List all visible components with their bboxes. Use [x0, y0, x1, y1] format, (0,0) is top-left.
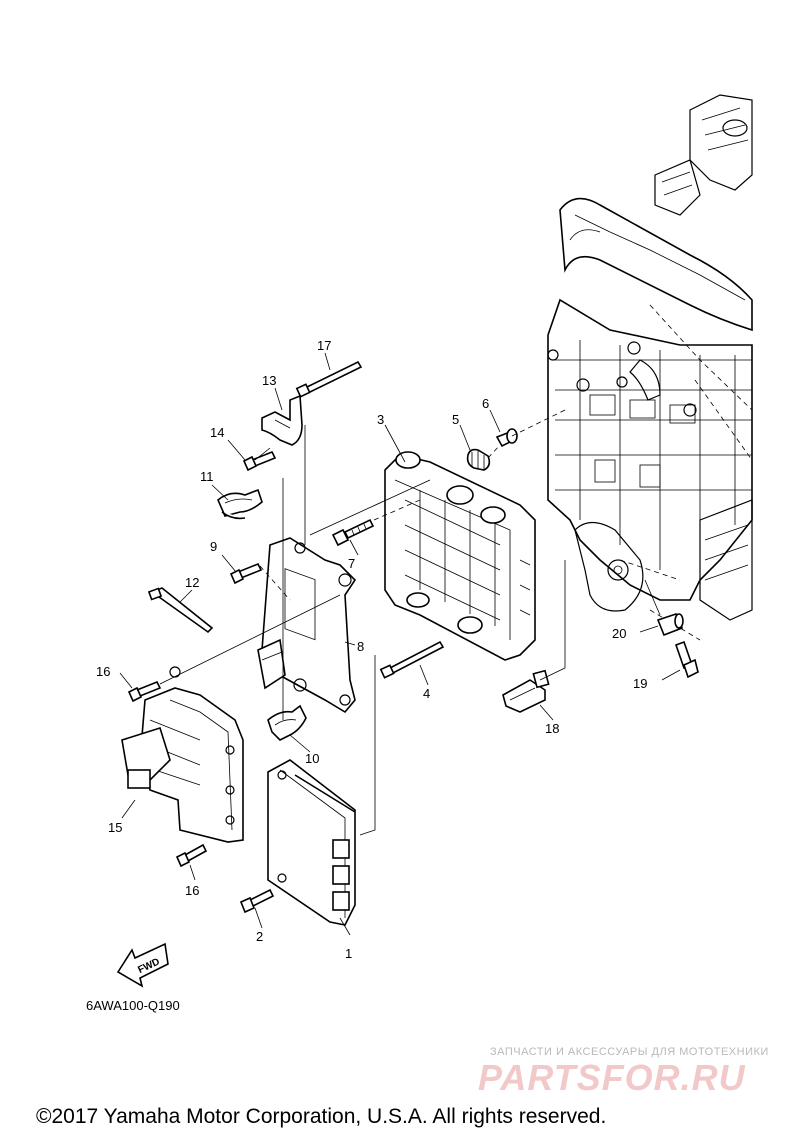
callout-14: 14 [210, 425, 224, 440]
part-14-bolt [242, 450, 277, 472]
callout-11: 11 [200, 469, 214, 484]
part-17-cable-tie [295, 360, 363, 398]
part-7-bolt [331, 518, 375, 547]
watermark-tagline: ЗАПЧАСТИ И АКСЕССУАРЫ ДЛЯ МОТОТЕХНИКИ [490, 1046, 769, 1058]
part-11-clamp [217, 488, 263, 520]
callout-9: 9 [210, 539, 217, 554]
callouts: 1 2 3 4 5 6 7 8 9 10 11 12 13 14 15 16 1… [96, 338, 647, 961]
part-2-bolt [239, 888, 275, 914]
part-10-clamp [267, 704, 307, 741]
watermark-brand: PARTSFOR.RU [478, 1057, 746, 1098]
callout-12: 12 [185, 575, 199, 590]
part-20-grommet [656, 613, 684, 637]
callout-10: 10 [305, 751, 319, 766]
assembly-lines [159, 409, 661, 836]
part-5-grommet [466, 448, 491, 471]
part-3-bracket [384, 451, 536, 661]
part-16-bolt-b [175, 843, 208, 868]
part-8-plate [257, 537, 357, 714]
engine-block [547, 94, 753, 641]
callout-16b: 16 [185, 883, 199, 898]
callout-15: 15 [108, 820, 122, 835]
callout-6: 6 [482, 396, 489, 411]
callout-2: 2 [256, 929, 263, 944]
part-6-collar [495, 428, 518, 448]
part-19-sensor [674, 640, 699, 679]
part-4-cable-tie [379, 640, 445, 679]
callout-5: 5 [452, 412, 459, 427]
callout-13: 13 [262, 373, 276, 388]
callout-7: 7 [348, 556, 355, 571]
part-15-bracket [121, 666, 244, 843]
callout-leaders [119, 352, 681, 936]
part-9-bolt [229, 562, 263, 585]
diagram-code: 6AWA100-Q190 [86, 998, 180, 1013]
copyright-notice: ©2017 Yamaha Motor Corporation, U.S.A. A… [36, 1105, 606, 1128]
callout-18: 18 [545, 721, 559, 736]
part-12-cable-tie [147, 587, 214, 634]
callout-17: 17 [317, 338, 331, 353]
part-16-bolt-a [127, 680, 162, 703]
callout-16a: 16 [96, 664, 110, 679]
part-1-ecu [267, 759, 356, 926]
callout-19: 19 [633, 676, 647, 691]
callout-8: 8 [357, 639, 364, 654]
callout-3: 3 [377, 412, 384, 427]
callout-4: 4 [423, 686, 430, 701]
fwd-arrow: FWD [116, 942, 169, 988]
callout-20: 20 [612, 626, 626, 641]
part-13-holder [261, 394, 303, 446]
callout-1: 1 [345, 946, 352, 961]
part-18-sensor [502, 669, 550, 713]
